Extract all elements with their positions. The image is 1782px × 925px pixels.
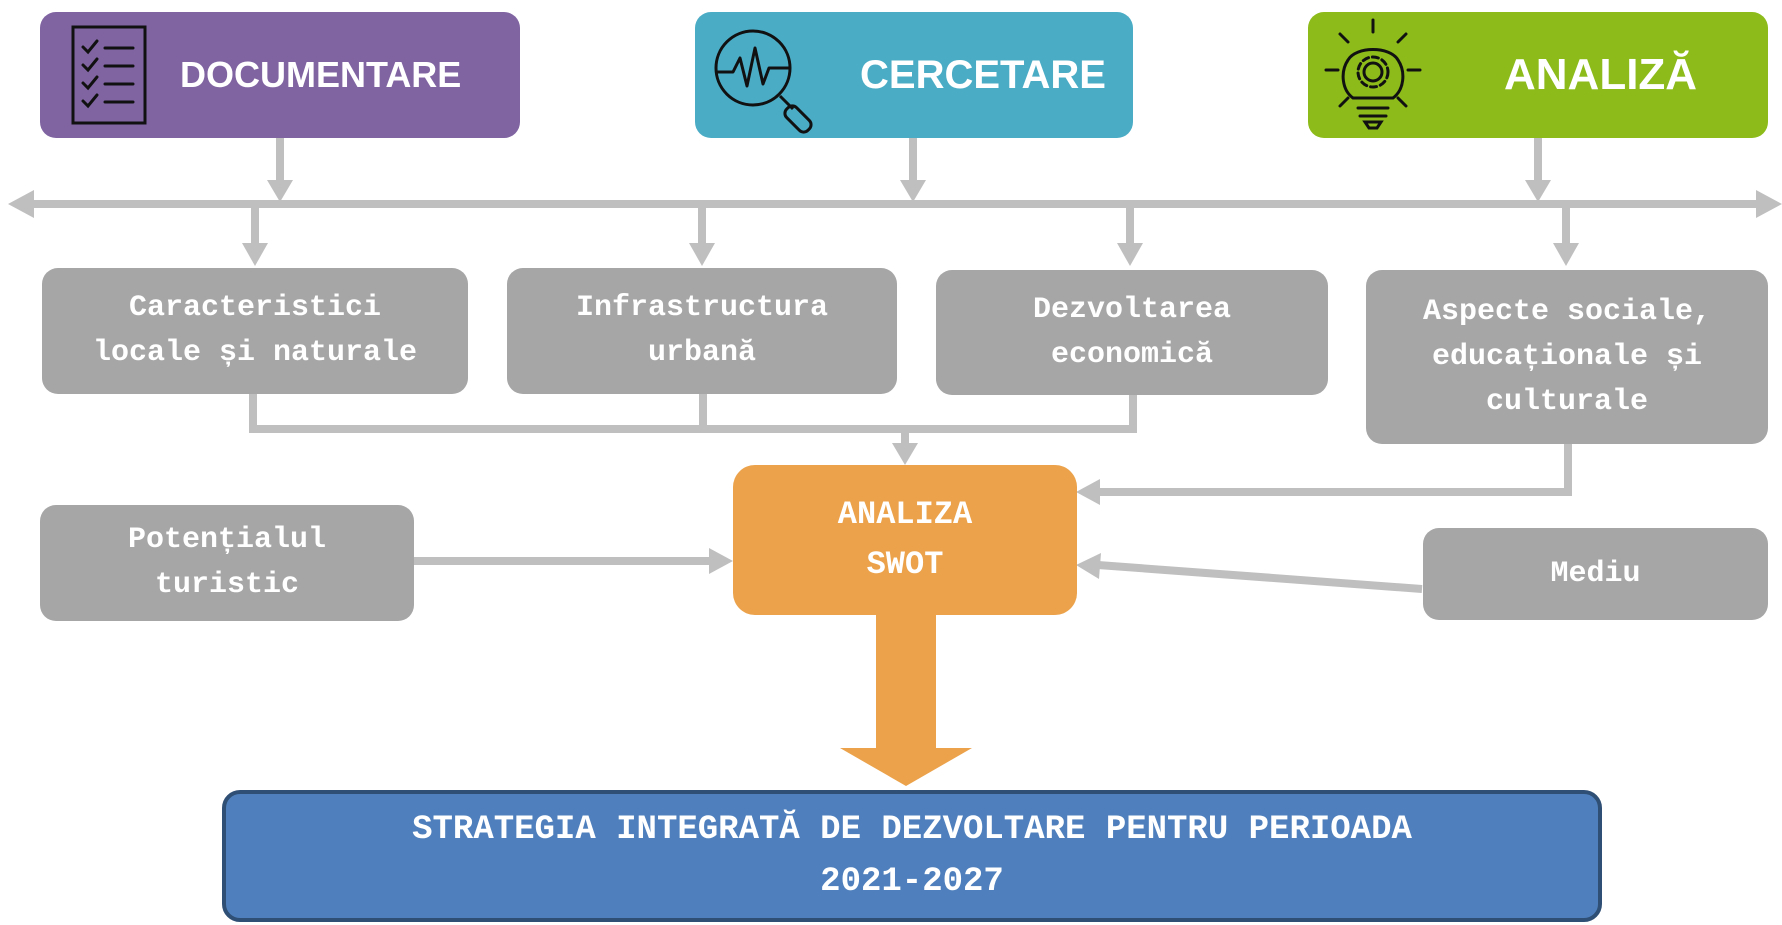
arrow-head: [892, 443, 918, 465]
arrow-head: [709, 548, 733, 574]
swot-label: ANALIZA SWOT: [837, 496, 973, 583]
caracteristici-box: Caracteristici locale și naturale: [42, 268, 468, 394]
arrow-head: [900, 180, 926, 202]
mediu-label: Mediu: [1550, 556, 1641, 591]
arrow-head: [1756, 190, 1782, 218]
arrow-head: [1076, 479, 1100, 505]
aspecte-box: Aspecte sociale, educaționale și cultura…: [1366, 270, 1768, 444]
arrow-head: [8, 190, 34, 218]
dezvoltarea-box: Dezvoltarea economică: [936, 270, 1328, 395]
connector-line: [249, 394, 1137, 433]
lightbulb-gear-icon: [1320, 16, 1426, 134]
potential-label: Potențialul turistic: [127, 523, 327, 602]
analiza-header: ANALIZĂ: [1308, 12, 1768, 138]
arrow-head: [1525, 180, 1551, 202]
aspecte-label: Aspecte sociale, educaționale și cultura…: [1422, 294, 1712, 419]
caracteristici-label: Caracteristici locale și naturale: [92, 291, 418, 370]
swot-box: ANALIZA SWOT: [733, 465, 1077, 615]
magnifier-pulse-icon: [709, 22, 819, 134]
infrastructura-box: Infrastructura urbană: [507, 268, 897, 394]
cercetare-header: CERCETARE: [695, 12, 1133, 138]
analiza-label: ANALIZĂ: [1504, 50, 1698, 99]
strategy-label: STRATEGIA INTEGRATĂ DE DEZVOLTARE PENTRU…: [412, 811, 1412, 901]
potential-box: Potențialul turistic: [40, 505, 414, 621]
arrow-head: [1076, 553, 1101, 579]
arrow-head: [1117, 243, 1143, 266]
connector-line: [1098, 443, 1572, 496]
mediu-box: Mediu: [1423, 528, 1768, 620]
strategy-box: STRATEGIA INTEGRATĂ DE DEZVOLTARE PENTRU…: [222, 790, 1602, 922]
dezvoltarea-label: Dezvoltarea economică: [1032, 292, 1232, 372]
arrow-head: [267, 180, 293, 202]
arrow-head: [242, 243, 268, 266]
cercetare-label: CERCETARE: [860, 52, 1106, 97]
documentare-header: DOCUMENTARE: [40, 12, 520, 138]
arrow-head: [1553, 243, 1579, 266]
documentare-label: DOCUMENTARE: [180, 54, 462, 95]
connector-line: [1097, 561, 1423, 593]
checklist-icon: [64, 22, 154, 128]
swot-to-strategy-arrow: [840, 612, 972, 786]
arrow-head: [689, 243, 715, 266]
infrastructura-label: Infrastructura urbană: [575, 291, 829, 370]
